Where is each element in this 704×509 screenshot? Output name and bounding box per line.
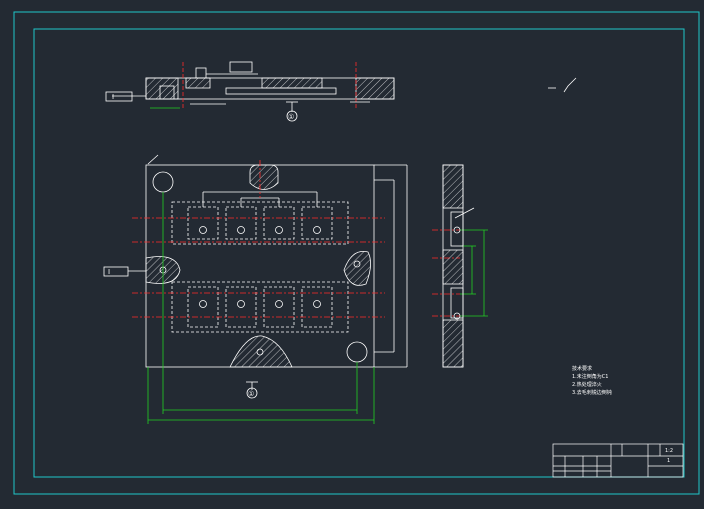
- centerlines: [132, 160, 460, 318]
- notes-line-2: 2.热处理淬火: [572, 381, 602, 388]
- notes-line-3: 3.去毛刺锐边倒钝: [572, 389, 612, 396]
- notes-line-1: 1.未注倒角为C1: [572, 373, 608, 380]
- inner-frame: [33, 28, 685, 478]
- outer-frame: [13, 11, 700, 495]
- title-block-sheet: 1: [667, 458, 670, 464]
- title-block: [552, 443, 684, 478]
- top-view-datum-label: Ⅰ: [112, 93, 114, 101]
- section-marker-main: ①: [248, 390, 254, 398]
- technical-notes: 技术要求 1.未注倒角为C1 2.热处理淬火 3.去毛刺锐边倒钝: [572, 365, 612, 396]
- side-section-view: [442, 164, 475, 368]
- surface-finish-symbol: [548, 77, 577, 93]
- dimension-lines: [147, 192, 488, 424]
- section-marker-top: ①: [288, 113, 294, 121]
- title-block-scale: 1:2: [665, 448, 673, 454]
- datum-label-left: Ⅰ: [108, 268, 110, 276]
- top-section-view: [105, 61, 395, 122]
- main-plan-view: [103, 154, 408, 399]
- notes-title: 技术要求: [572, 365, 592, 372]
